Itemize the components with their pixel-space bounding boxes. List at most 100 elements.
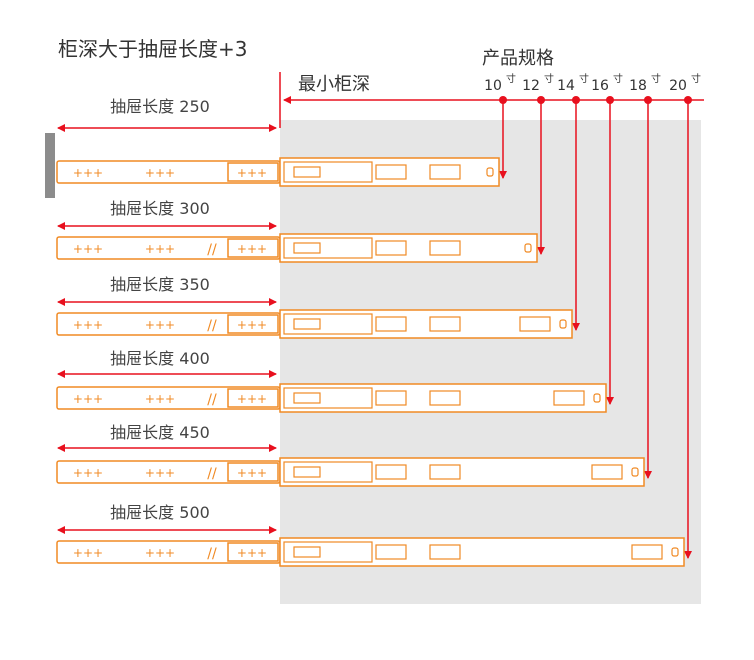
drawer-length-label: 抽屉长度 250	[110, 97, 210, 116]
rail-marker: +++	[145, 166, 175, 180]
rail-marker: +++	[145, 392, 175, 406]
cabinet-rail-hole	[429, 316, 461, 332]
spec-unit-16: 寸	[613, 72, 623, 85]
cabinet-side-panel	[45, 133, 55, 198]
drawer-length-label: 抽屉长度 400	[110, 349, 210, 368]
drawer-row-450: 抽屉长度 450 +++ +++ +++ //	[56, 423, 645, 487]
drawer-rail-bracket	[227, 462, 279, 482]
rail-marker: +++	[145, 546, 175, 560]
cabinet-rail-hole	[375, 464, 407, 480]
rail-marker: +++	[73, 466, 103, 480]
cabinet-rail-lock	[293, 166, 321, 178]
spec-label-10: 10	[484, 78, 502, 94]
drawer-length-label: 抽屉长度 450	[110, 423, 210, 442]
cabinet-rail-hole	[429, 164, 461, 180]
cabinet-rail-hole	[375, 544, 407, 560]
cabinet-rail-hole	[375, 316, 407, 332]
rail-break-mark: //	[207, 242, 217, 258]
drawer-rail-bracket	[227, 162, 279, 182]
rail-break-mark: //	[207, 392, 217, 408]
spec-title: 产品规格	[482, 48, 554, 69]
cabinet-rail-end-stop	[631, 467, 639, 477]
cabinet-rail-hole	[375, 240, 407, 256]
cabinet-rail-slider	[283, 461, 373, 483]
drawer-rail-bracket	[227, 388, 279, 408]
spec-unit-12: 寸	[544, 72, 554, 85]
spec-label-16: 16	[591, 78, 609, 94]
spec-arrows	[499, 96, 692, 559]
rail-marker: +++	[237, 546, 267, 560]
spec-unit-14: 寸	[579, 72, 589, 85]
rail-marker: +++	[237, 242, 267, 256]
min-depth-label: 最小柜深	[298, 74, 370, 95]
cabinet-rail-hole	[591, 464, 623, 480]
drawer-rail-bracket	[227, 238, 279, 258]
cabinet-rail-slider	[283, 541, 373, 563]
cabinet-rail-end-stop	[593, 393, 601, 403]
cabinet-rail-hole	[429, 390, 461, 406]
cabinet-rail-outer	[279, 233, 538, 263]
rail-marker: +++	[73, 166, 103, 180]
cabinet-rail-lock	[293, 392, 321, 404]
cabinet-rail-hole	[631, 544, 663, 560]
cabinet-rail-hole	[375, 164, 407, 180]
cabinet-area	[280, 120, 701, 604]
cabinet-rail-slider	[283, 237, 373, 259]
cabinet-rail-end-stop	[524, 243, 532, 253]
rail-marker: +++	[237, 318, 267, 332]
drawer-rows: 抽屉长度 250+++++++++抽屉长度 300+++++++++//抽屉长度…	[56, 97, 685, 567]
drawer-row-250: 抽屉长度 250 +++ +++ +++	[56, 97, 500, 187]
cabinet-rail-slider	[283, 387, 373, 409]
cabinet-rail-lock	[293, 466, 321, 478]
spec-unit-10: 寸	[506, 72, 516, 85]
drawer-rail-bracket	[227, 314, 279, 334]
cabinet-rail-lock	[293, 318, 321, 330]
rail-marker: +++	[73, 546, 103, 560]
cabinet-rail-outer	[279, 457, 645, 487]
rail-marker: +++	[145, 466, 175, 480]
spec-label-18: 18	[629, 78, 647, 94]
rail-marker: +++	[73, 242, 103, 256]
rail-marker: +++	[237, 166, 267, 180]
cabinet-rail-hole	[429, 240, 461, 256]
drawer-row-400: 抽屉长度 400 +++ +++ +++ //	[56, 349, 607, 413]
cabinet-rail-slider	[283, 161, 373, 183]
drawer-row-500: 抽屉长度 500 +++ +++ +++ //	[56, 503, 685, 567]
drawer-row-300: 抽屉长度 300 +++ +++ +++ //	[56, 199, 538, 263]
page-title: 柜深大于抽屉长度+3	[58, 37, 247, 61]
cabinet-rail-hole	[375, 390, 407, 406]
rail-marker: +++	[237, 392, 267, 406]
rail-break-mark: //	[207, 546, 217, 562]
cabinet-rail-slider	[283, 313, 373, 335]
rail-marker: +++	[237, 466, 267, 480]
cabinet-rail-hole	[429, 464, 461, 480]
cabinet-rail-end-stop	[671, 547, 679, 557]
rail-break-mark: //	[207, 318, 217, 334]
spec-label-14: 14	[557, 78, 575, 94]
spec-unit-18: 寸	[651, 72, 661, 85]
cabinet-rail-end-stop	[486, 167, 494, 177]
rail-marker: +++	[145, 318, 175, 332]
rail-break-mark: //	[207, 466, 217, 482]
spec-label-12: 12	[522, 78, 540, 94]
cabinet-rail-end-stop	[559, 319, 567, 329]
rail-marker: +++	[145, 242, 175, 256]
spec-label-20: 20	[669, 78, 687, 94]
cabinet-rail-lock	[293, 546, 321, 558]
cabinet-rail-outer	[279, 537, 685, 567]
cabinet-rail-outer	[279, 383, 607, 413]
drawer-length-label: 抽屉长度 500	[110, 503, 210, 522]
cabinet-rail-outer	[279, 157, 500, 187]
cabinet-rail-lock	[293, 242, 321, 254]
cabinet-rail-hole	[519, 316, 551, 332]
drawer-length-label: 抽屉长度 300	[110, 199, 210, 218]
drawer-row-350: 抽屉长度 350+++++++++//	[56, 275, 573, 339]
rail-marker: +++	[73, 392, 103, 406]
cabinet-rail-outer	[279, 309, 573, 339]
cabinet-rail-hole	[553, 390, 585, 406]
drawer-rail-bracket	[227, 542, 279, 562]
cabinet-rail-hole	[429, 544, 461, 560]
spec-unit-20: 寸	[691, 72, 701, 85]
